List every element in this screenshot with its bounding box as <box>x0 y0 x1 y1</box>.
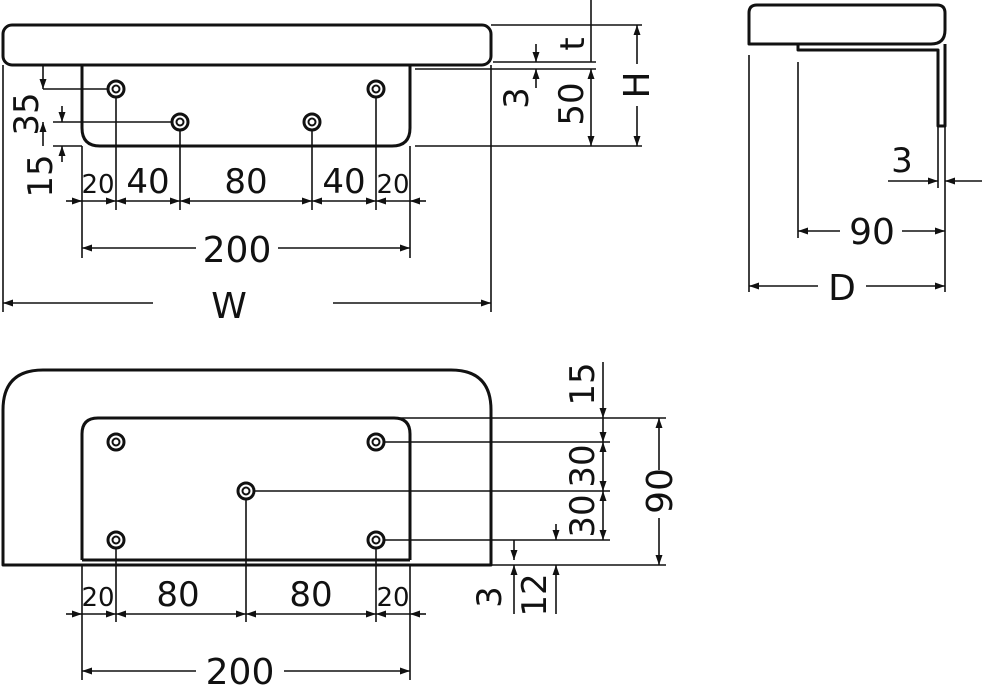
screw-hole-icon <box>236 481 256 501</box>
dim-label-3: 3 <box>470 586 510 608</box>
screw-hole-icon <box>106 432 126 452</box>
front-mounting-holes <box>106 79 386 132</box>
screw-hole-icon <box>170 112 190 132</box>
dim-label-80: 80 <box>224 162 267 202</box>
dim-label-40: 40 <box>126 162 169 202</box>
dim-label-15: 15 <box>563 362 603 405</box>
dim-label-15: 15 <box>21 154 61 197</box>
dim-label-90: 90 <box>640 468 681 514</box>
dim-label-30: 30 <box>563 494 603 537</box>
bottom-shelf-outline <box>1 368 493 567</box>
side-bracket-profile <box>796 44 947 128</box>
dim-label-35: 35 <box>7 92 47 135</box>
dim-label-depth: D <box>828 268 856 309</box>
front-bracket-plate <box>80 65 412 148</box>
dim-label-40: 40 <box>322 162 365 202</box>
bottom-dimension-labels: 20 80 80 20 200 15 30 30 90 3 12 <box>81 362 681 687</box>
dim-label-20: 20 <box>81 170 114 200</box>
screw-hole-icon <box>106 530 126 550</box>
dim-label-thickness: t <box>553 37 593 50</box>
front-dimension-lines <box>2 0 642 312</box>
dim-label-width: W <box>211 286 247 327</box>
dim-label-90: 90 <box>849 212 895 253</box>
side-dimension-labels: 3 90 D <box>828 141 913 309</box>
side-view: 3 90 D <box>747 3 982 309</box>
dim-label-50: 50 <box>552 82 592 125</box>
bottom-bracket-plate <box>80 416 412 560</box>
bottom-dimension-lines <box>66 362 666 680</box>
dim-label-20: 20 <box>376 583 409 613</box>
screw-hole-icon <box>366 79 386 99</box>
front-shelf-board <box>1 23 493 67</box>
bottom-mounting-holes <box>106 432 386 550</box>
dim-label-80: 80 <box>289 575 332 615</box>
dim-label-200: 200 <box>206 652 275 687</box>
dim-label-3: 3 <box>497 87 537 109</box>
side-shelf-board <box>747 3 947 46</box>
dim-label-20: 20 <box>81 583 114 613</box>
dim-label-30: 30 <box>563 444 603 487</box>
front-view: 20 40 80 40 20 200 W 35 15 3 50 t H <box>1 0 658 327</box>
dim-label-height: H <box>617 71 658 98</box>
screw-hole-icon <box>366 432 386 452</box>
dim-label-3: 3 <box>891 141 913 181</box>
dim-label-200: 200 <box>203 230 272 271</box>
bottom-view: 20 80 80 20 200 15 30 30 90 3 12 <box>1 362 681 687</box>
dim-label-20: 20 <box>376 170 409 200</box>
screw-hole-icon <box>106 79 126 99</box>
dim-label-80: 80 <box>156 575 199 615</box>
screw-hole-icon <box>302 112 322 132</box>
dim-label-12: 12 <box>515 573 555 616</box>
front-dimension-labels: 20 40 80 40 20 200 W 35 15 3 50 t H <box>7 37 658 327</box>
screw-hole-icon <box>366 530 386 550</box>
side-dimension-lines <box>748 44 982 292</box>
